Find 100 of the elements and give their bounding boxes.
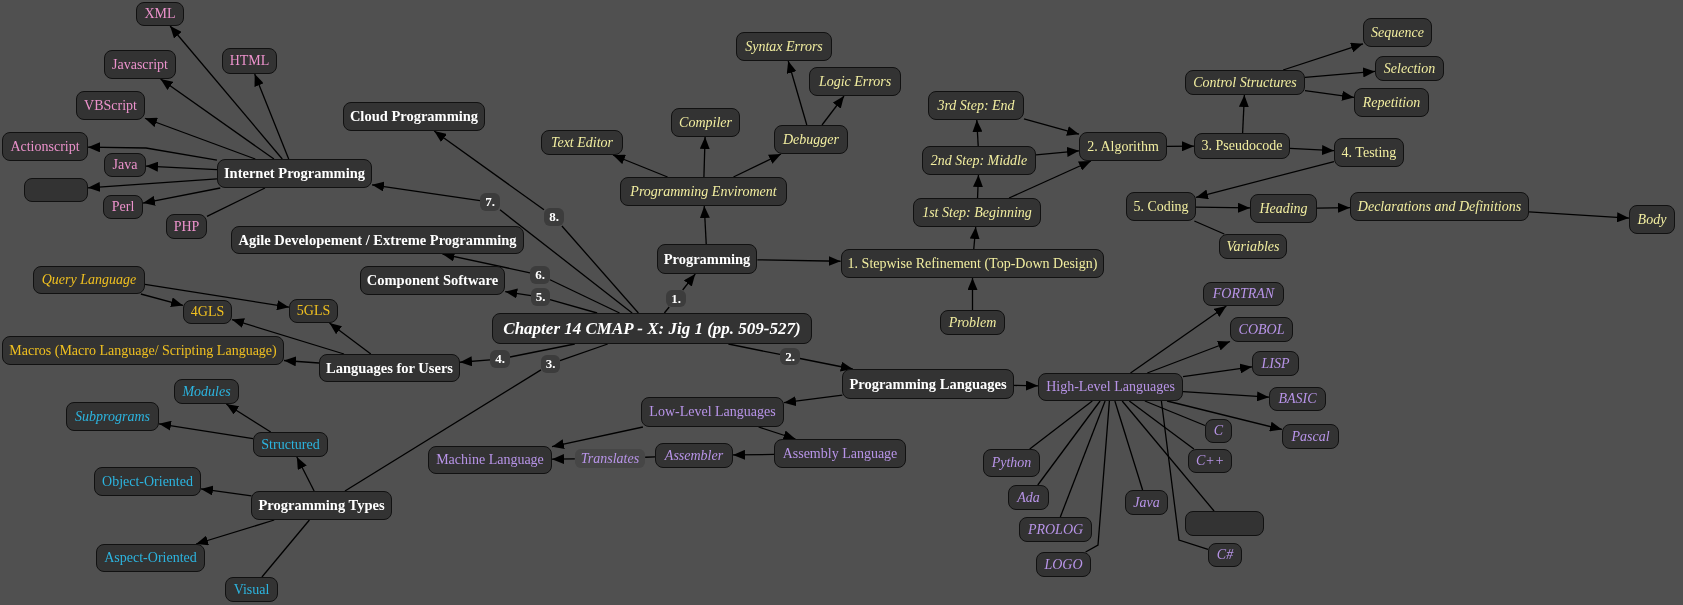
concept-box (251, 491, 392, 520)
connector-line (1037, 400, 1101, 486)
concept-box (359, 266, 506, 295)
concept-label: Modules (182, 383, 231, 400)
concept-label: PROLOG (1027, 521, 1084, 538)
arrow (144, 117, 256, 160)
concept-label: Internet Programming (223, 165, 366, 182)
arrow (87, 178, 218, 192)
concept-box (1230, 317, 1293, 342)
concept-box (1250, 194, 1317, 223)
arrow (799, 357, 854, 372)
concept-label: Structured (261, 436, 320, 453)
concept-label: Machine Language (436, 452, 544, 468)
connector-line (549, 279, 621, 314)
concept-label: Query Language (41, 272, 137, 288)
arrow (1023, 118, 1080, 136)
arrow (145, 161, 218, 172)
concept-label: High-Level Languages (1046, 379, 1175, 395)
concept-box (1350, 192, 1529, 221)
concept-box (940, 310, 1005, 335)
concept-label: C++ (1195, 453, 1225, 469)
linking-phrase-box (531, 288, 550, 306)
concept-box (1038, 373, 1183, 401)
concept-box (1375, 56, 1444, 81)
concept-label: Declarations and Definitions (1357, 198, 1522, 215)
concept-label: C (1213, 423, 1224, 439)
concept-box (96, 544, 205, 572)
concept-box (1269, 387, 1326, 411)
connector-line (344, 369, 542, 492)
arrow (504, 288, 532, 299)
concept-label: C# (1216, 547, 1234, 563)
linking-phrase-box (666, 290, 686, 307)
linking-phrase-box (480, 193, 500, 211)
concept-label: Macros (Macro Language/ Scripting Language) (9, 342, 277, 359)
connector-line (1160, 400, 1209, 551)
connector-line (549, 299, 598, 314)
arrow (371, 181, 481, 202)
arrow (1195, 160, 1335, 200)
concept-box (1125, 490, 1168, 515)
connector-line (1128, 400, 1195, 450)
concept-box (1008, 485, 1049, 510)
concept-label: 3. Pseudocode (1201, 138, 1283, 154)
arrow (1182, 391, 1270, 402)
connector-line (1029, 400, 1093, 450)
arrow (159, 78, 275, 160)
connector-line (1193, 220, 1225, 235)
linking-phrase-box (530, 266, 550, 284)
concept-label: 1st Step: Beginning (922, 204, 1032, 221)
concept-label: 2nd Step: Middle (930, 152, 1028, 169)
arrow (699, 205, 710, 245)
concept-box (736, 32, 832, 61)
linking-phrase-box (780, 348, 800, 365)
arrow (732, 449, 775, 460)
linking-phrase-box (574, 449, 646, 468)
concept-label: Java (112, 157, 138, 173)
arrow (1528, 211, 1630, 223)
concept-label: Control Structures (1193, 74, 1297, 91)
arrow (158, 420, 254, 440)
concept-label: Programming Enviroment (630, 183, 777, 200)
arrow (144, 283, 290, 311)
concept-box (492, 313, 812, 344)
concept-box (656, 244, 758, 274)
linking-phrase-box (544, 208, 564, 226)
arrow (1166, 400, 1283, 432)
concept-label: Actionscript (10, 138, 80, 155)
concept-box (913, 198, 1041, 227)
concept-box (104, 50, 176, 79)
concept-box (1208, 543, 1242, 567)
arrow (756, 256, 842, 267)
concept-box (104, 153, 146, 177)
link-label: Translates (580, 450, 640, 467)
concept-box (774, 439, 906, 468)
connector-line (663, 306, 670, 314)
concept-box (94, 467, 201, 496)
concept-label: Body (1637, 211, 1667, 228)
arrow (296, 456, 315, 492)
concept-box (1282, 424, 1339, 449)
concept-box (342, 102, 486, 131)
link-label: 3. (545, 356, 556, 372)
concept-box (1363, 18, 1432, 47)
concept-label: Chapter 14 CMAP - X: Jig 1 (pp. 509-527) (503, 318, 801, 339)
arrow (1146, 340, 1231, 374)
concept-box (289, 299, 338, 323)
concept-box (24, 178, 88, 202)
arrow (821, 95, 845, 126)
concept-label: Ada (1017, 489, 1040, 506)
arrow (1289, 145, 1335, 156)
concept-label: Javascript (112, 56, 168, 73)
arrow (142, 187, 221, 206)
concept-box (253, 432, 328, 457)
concept-box (2, 132, 88, 161)
link-label: 8. (549, 209, 559, 225)
arrow (973, 174, 983, 199)
concept-label: Object-Oriented (102, 473, 193, 490)
concept-box (222, 48, 277, 74)
concept-label: Debugger (783, 131, 839, 148)
concept-label: Repetition (1362, 94, 1421, 111)
arrow (786, 60, 808, 126)
concept-box (641, 397, 784, 427)
concept-label: Syntax Errors (745, 38, 823, 55)
